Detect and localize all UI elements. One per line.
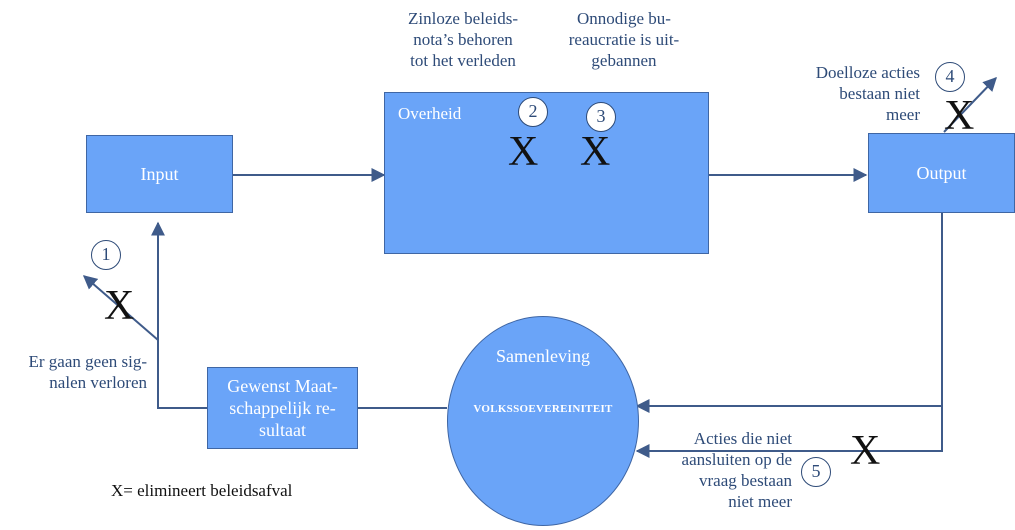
note-2-beleidsnotas: Zinloze beleids- nota’s behoren tot het … <box>408 9 518 70</box>
note-1-signalen: Er gaan geen sig- nalen verloren <box>28 352 147 392</box>
input-label: Input <box>140 164 179 184</box>
arrow-gewenst-to-input <box>151 221 207 409</box>
arrow-output-eliminated-actions <box>635 406 943 458</box>
x-mark-3: X <box>580 129 611 175</box>
gewenst-line-3: sultaat <box>259 420 306 440</box>
legend-text: X= elimineert beleidsafval <box>111 481 293 500</box>
marker-number-4: 4 <box>935 62 965 92</box>
samenleving-ellipse <box>447 316 639 526</box>
input-box: Input <box>86 135 233 213</box>
x-mark-5: X <box>850 428 881 474</box>
gewenst-line-2: schappelijk re- <box>229 398 336 418</box>
overheid-box <box>384 92 709 254</box>
note-4-doelloze-acties: Doelloze acties bestaan niet meer <box>815 63 920 124</box>
x-mark-4: X <box>944 93 975 139</box>
gewenst-resultaat-box: Gewenst Maat- schappelijk re- sultaat <box>207 367 358 449</box>
marker-number-2: 2 <box>518 97 548 127</box>
note-3-bureaucratie: Onnodige bu- reaucratie is uit- gebannen <box>568 9 680 70</box>
x-mark-1: X <box>104 283 135 329</box>
samenleving-label: Samenleving <box>496 346 590 366</box>
note-5-acties-niet-aansluiten: Acties die niet aansluiten op de vraag b… <box>681 429 792 511</box>
marker-number-3: 3 <box>586 102 616 132</box>
overheid-label: Overheid <box>398 104 462 123</box>
marker-number-1: 1 <box>91 240 121 270</box>
gewenst-line-1: Gewenst Maat- <box>227 376 338 396</box>
output-label: Output <box>916 163 967 183</box>
arrow-branch-4 <box>943 76 997 133</box>
x-mark-2: X <box>508 129 539 175</box>
marker-number-5: 5 <box>801 457 831 487</box>
volkssoevereiniteit-label: VOLKSSOEVEREINITEIT <box>473 403 613 415</box>
arrow-branch-1 <box>82 275 159 341</box>
output-box: Output <box>868 133 1015 213</box>
